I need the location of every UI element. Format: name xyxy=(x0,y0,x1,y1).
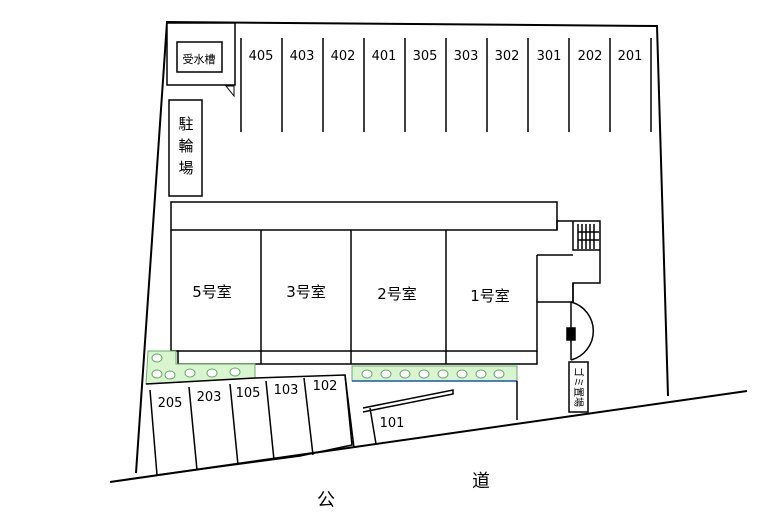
bicycle-parking-label-1: 駐 xyxy=(178,115,193,133)
room-1: 1号室 xyxy=(470,287,510,305)
parking-space-203: 203 xyxy=(197,390,222,405)
parking-space-202: 202 xyxy=(578,49,603,64)
planting-right xyxy=(351,365,518,382)
parking-space-201: 201 xyxy=(618,49,643,64)
parking-space-402: 402 xyxy=(331,49,356,64)
room-3: 3号室 xyxy=(286,283,326,301)
bicycle-parking-label-2: 輪 xyxy=(178,137,193,155)
top-parking-labels: 405 403 402 401 305 303 302 301 202 201 xyxy=(249,49,643,64)
parking-space-301: 301 xyxy=(537,49,562,64)
parking-space-205: 205 xyxy=(158,396,183,411)
site-boundary xyxy=(135,20,669,474)
parking-space-302: 302 xyxy=(495,49,520,64)
parking-space-103: 103 xyxy=(274,383,299,398)
water-tank-label: 受水槽 xyxy=(183,53,216,66)
top-parking-dividers xyxy=(240,38,652,132)
road-label-right: 道 xyxy=(472,471,490,492)
room-5: 5号室 xyxy=(192,283,232,301)
parking-space-105: 105 xyxy=(236,386,261,401)
parking-space-405: 405 xyxy=(249,49,274,64)
parking-space-401: 401 xyxy=(372,49,397,64)
bicycle-parking-label-3: 場 xyxy=(178,159,193,177)
building xyxy=(170,201,601,365)
road-label-left: 公 xyxy=(317,490,335,511)
parking-space-403: 403 xyxy=(290,49,315,64)
parking-space-102: 102 xyxy=(313,379,338,394)
room-2: 2号室 xyxy=(377,285,417,303)
bicycle-parking xyxy=(168,99,203,197)
parking-space-303: 303 xyxy=(454,49,479,64)
garbage-area-label: ゴミ置場 xyxy=(572,367,585,407)
garbage-area xyxy=(568,361,589,413)
front-parking-lines xyxy=(145,374,518,476)
parking-space-101: 101 xyxy=(380,416,405,431)
parking-space-305: 305 xyxy=(413,49,438,64)
planting-left xyxy=(145,350,256,385)
water-tank xyxy=(176,41,223,73)
